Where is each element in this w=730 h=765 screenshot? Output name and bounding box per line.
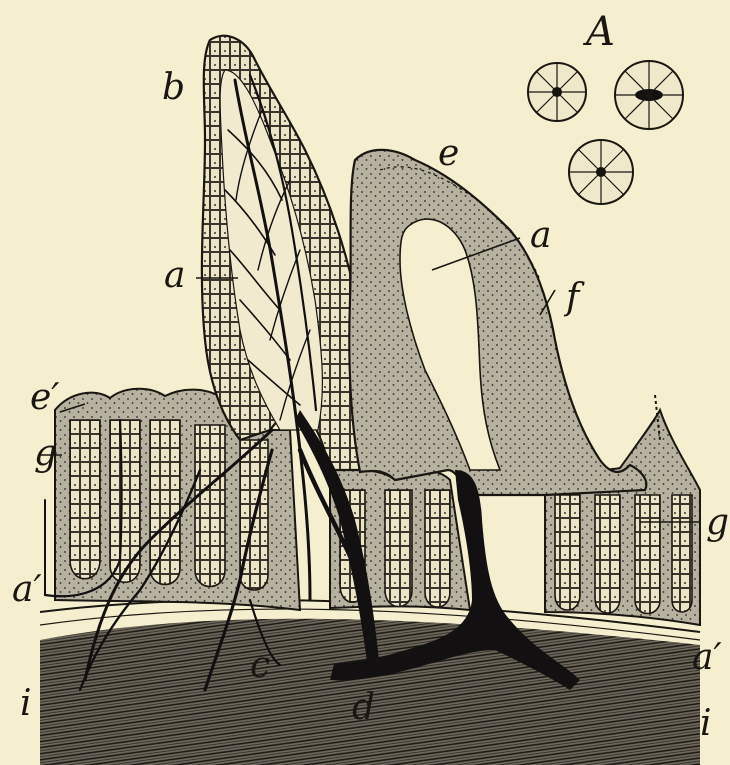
label-a-prime-right: a′ [692,640,722,676]
label-f: f [566,280,579,316]
label-a-prime-left: a′ [12,572,42,608]
label-A: A [586,12,615,52]
label-c: c [250,648,270,684]
label-b: b [162,70,185,106]
label-i-right: i [700,706,712,742]
label-d: d [352,690,375,726]
label-e-prime: e′ [30,380,59,416]
label-g-left: g [34,436,57,472]
label-g-right: g [706,505,729,541]
label-a-right: a [530,218,551,254]
cross-sections-A [528,61,683,204]
label-i-left: i [20,686,32,722]
label-e: e [438,136,459,172]
label-a-left: a [164,258,185,294]
